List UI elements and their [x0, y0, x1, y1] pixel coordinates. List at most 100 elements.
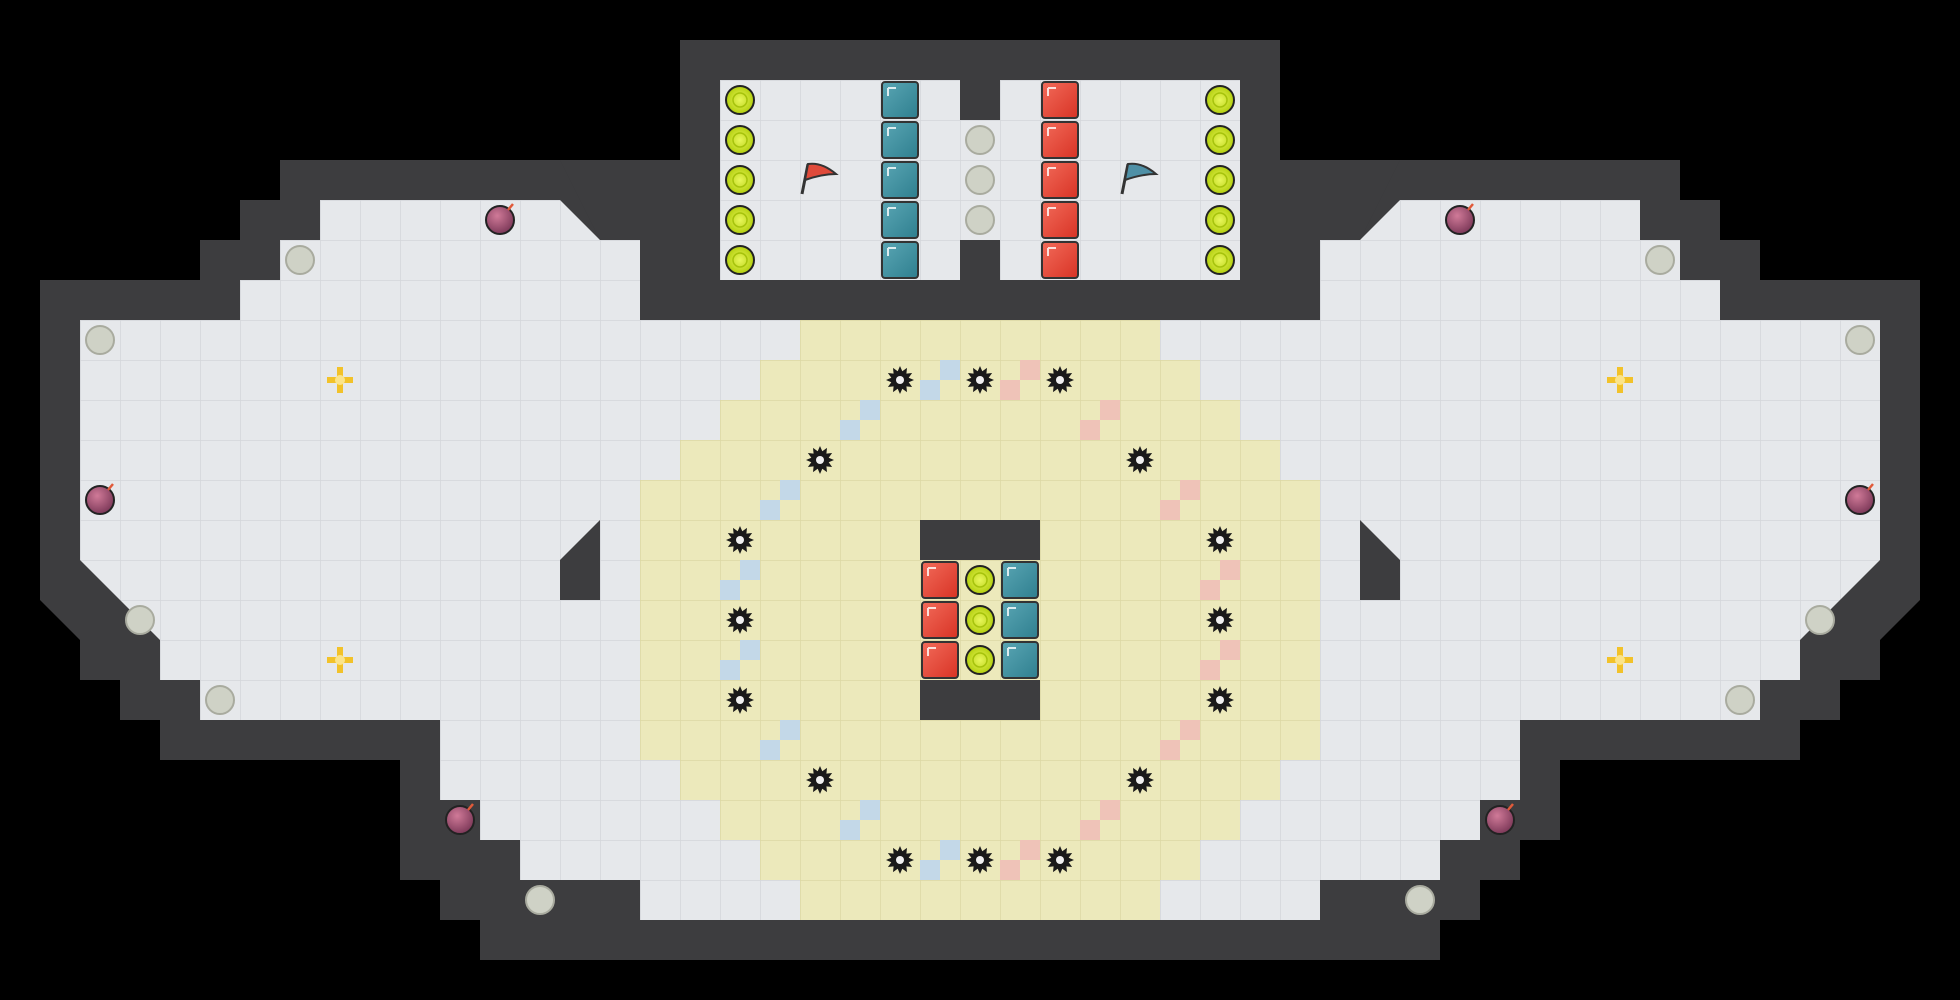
- saw-blade-icon: [886, 846, 914, 874]
- trail-tile: [1180, 480, 1200, 500]
- spawn-pad-icon: [965, 125, 995, 155]
- spawn-pad-icon: [1405, 885, 1435, 915]
- trail-tile: [1000, 380, 1020, 400]
- spawn-pad-icon: [85, 325, 115, 355]
- trail-tile: [720, 660, 740, 680]
- energy-orb-icon: [1205, 165, 1235, 195]
- energy-orb-icon: [1205, 245, 1235, 275]
- red-crate-icon: [921, 601, 959, 639]
- red-crate-icon: [1041, 201, 1079, 239]
- trail-tile: [1200, 660, 1220, 680]
- blue-crate-icon: [881, 81, 919, 119]
- trail-tile: [780, 480, 800, 500]
- saw-blade-icon: [1046, 366, 1074, 394]
- energy-orb-icon: [725, 125, 755, 155]
- spawn-pad-icon: [965, 205, 995, 235]
- bomb-icon: [1445, 203, 1475, 235]
- trail-tile: [1020, 840, 1040, 860]
- red-crate-icon: [921, 561, 959, 599]
- blue-crate-icon: [1001, 601, 1039, 639]
- trail-tile: [860, 400, 880, 420]
- red-flag-icon: [800, 162, 839, 195]
- saw-blade-icon: [1126, 766, 1154, 794]
- floor-left: [80, 200, 800, 880]
- energy-orb-icon: [725, 165, 755, 195]
- blue-crate-icon: [1001, 561, 1039, 599]
- trail-tile: [740, 640, 760, 660]
- saw-blade-icon: [726, 686, 754, 714]
- floor-right: [1160, 200, 1880, 880]
- spawn-pad-icon: [1645, 245, 1675, 275]
- top-base-wall-right: [1240, 40, 1280, 320]
- blue-crate-icon: [881, 161, 919, 199]
- energy-orb-icon: [725, 245, 755, 275]
- saw-blade-icon: [1206, 526, 1234, 554]
- trail-tile: [1080, 420, 1100, 440]
- trail-tile: [720, 580, 740, 600]
- spawn-pad-icon: [965, 165, 995, 195]
- energy-orb-icon: [725, 85, 755, 115]
- top-base-divider-bottom: [960, 240, 1000, 320]
- center-block-bottom: [920, 680, 1040, 720]
- red-crate-icon: [1041, 121, 1079, 159]
- spawn-pad-icon: [1805, 605, 1835, 635]
- saw-blade-icon: [806, 446, 834, 474]
- trail-tile: [1160, 500, 1180, 520]
- saw-blade-icon: [806, 766, 834, 794]
- trail-tile: [1180, 720, 1200, 740]
- top-base-wall-left: [680, 40, 720, 320]
- bomb-icon: [445, 803, 475, 835]
- energy-orb-icon: [965, 605, 995, 635]
- yellow-cross-marker-icon: [1607, 647, 1633, 673]
- saw-blade-icon: [966, 366, 994, 394]
- trail-tile: [1020, 360, 1040, 380]
- trail-tile: [760, 500, 780, 520]
- saw-blade-icon: [1206, 686, 1234, 714]
- red-crate-icon: [1041, 81, 1079, 119]
- pillar-right: [1360, 520, 1400, 600]
- wedge-wall-right: [1320, 160, 1400, 240]
- energy-orb-icon: [965, 645, 995, 675]
- trail-tile: [840, 820, 860, 840]
- spawn-pad-icon: [285, 245, 315, 275]
- bomb-icon: [485, 203, 515, 235]
- saw-blade-icon: [726, 606, 754, 634]
- saw-blade-icon: [1206, 606, 1234, 634]
- top-base-divider-top: [960, 40, 1000, 120]
- trail-tile: [920, 860, 940, 880]
- trail-tile: [1080, 820, 1100, 840]
- energy-orb-icon: [1205, 85, 1235, 115]
- blue-crate-icon: [881, 121, 919, 159]
- trail-tile: [1000, 860, 1020, 880]
- trail-tile: [1160, 740, 1180, 760]
- energy-orb-icon: [725, 205, 755, 235]
- wedge-wall-left: [560, 160, 640, 240]
- trail-tile: [840, 420, 860, 440]
- trail-tile: [780, 720, 800, 740]
- spawn-pad-icon: [525, 885, 555, 915]
- bomb-icon: [85, 483, 115, 515]
- blue-flag-icon: [1120, 162, 1159, 195]
- trail-tile: [1100, 800, 1120, 820]
- trail-tile: [920, 380, 940, 400]
- spawn-pad-icon: [1725, 685, 1755, 715]
- energy-orb-icon: [1205, 125, 1235, 155]
- trail-tile: [1100, 400, 1120, 420]
- energy-orb-icon: [965, 565, 995, 595]
- blue-crate-icon: [881, 241, 919, 279]
- saw-blade-icon: [1046, 846, 1074, 874]
- yellow-cross-marker-icon: [327, 647, 353, 673]
- center-block-top: [920, 520, 1040, 560]
- saw-blade-icon: [966, 846, 994, 874]
- spawn-pad-icon: [205, 685, 235, 715]
- saw-blade-icon: [886, 366, 914, 394]
- pillar-left: [560, 520, 600, 600]
- trail-tile: [1220, 560, 1240, 580]
- trail-tile: [760, 740, 780, 760]
- trail-tile: [940, 360, 960, 380]
- saw-blade-icon: [726, 526, 754, 554]
- trail-tile: [860, 800, 880, 820]
- blue-crate-icon: [881, 201, 919, 239]
